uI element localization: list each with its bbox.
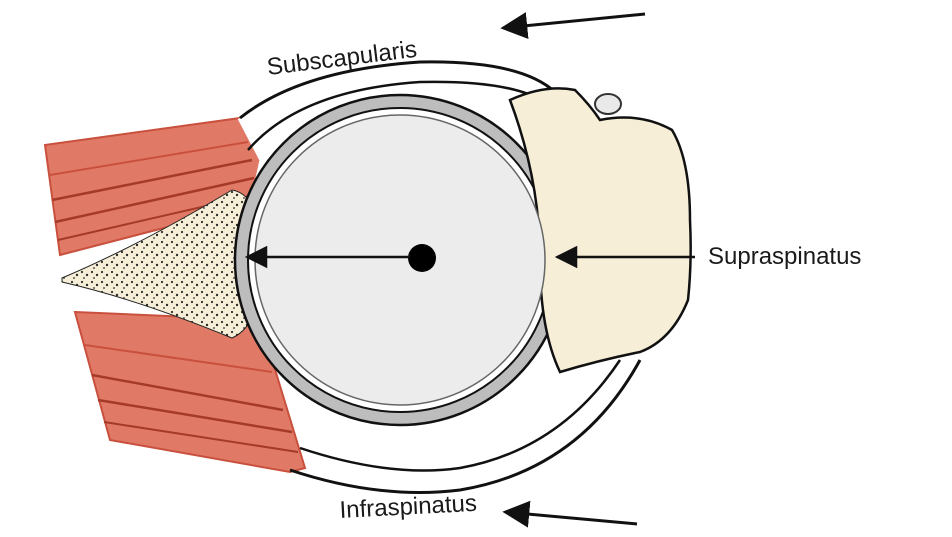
- supraspinatus-label: Supraspinatus: [708, 243, 861, 270]
- infraspinatus-arrow: [505, 512, 637, 524]
- subscapularis-arrow: [503, 14, 645, 28]
- small-tubercle-icon: [595, 94, 621, 114]
- infraspinatus-label: Infraspinatus: [339, 490, 478, 524]
- humeral-head: [255, 115, 546, 405]
- rotation-center-dot: [408, 244, 436, 272]
